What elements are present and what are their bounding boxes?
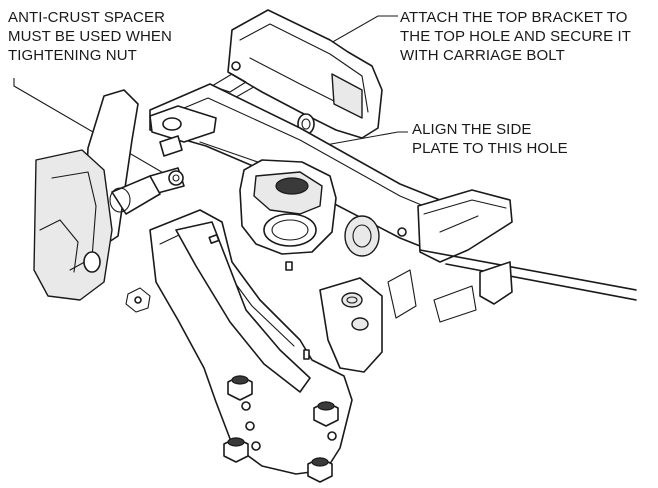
callout-bracket-line-1: ATTACH THE TOP BRACKET TO xyxy=(400,9,628,26)
callout-spacer-line-2: MUST BE USED WHEN xyxy=(8,28,172,45)
callout-hole-line-2: PLATE TO THIS HOLE xyxy=(412,140,568,157)
callout-anti-crust-spacer: ANTI-CRUST SPACER MUST BE USED WHEN TIGH… xyxy=(8,8,172,65)
left-upright xyxy=(33,89,185,301)
callout-bracket-line-2: THE TOP HOLE AND SECURE IT xyxy=(400,28,631,45)
nut-lower-left xyxy=(223,437,249,463)
mounting-nuts xyxy=(125,287,339,483)
right-rails xyxy=(417,189,637,323)
callout-top-bracket: ATTACH THE TOP BRACKET TO THE TOP HOLE A… xyxy=(400,8,631,65)
callout-spacer-line-1: ANTI-CRUST SPACER xyxy=(8,9,165,26)
side-plate xyxy=(149,209,353,475)
callout-spacer-line-3: TIGHTENING NUT xyxy=(8,47,137,64)
spacer-nut xyxy=(168,170,184,186)
nut-lower-right xyxy=(307,457,333,483)
carriage-bolt-head xyxy=(162,117,182,131)
nut-upper-left xyxy=(227,375,253,401)
lower-gusset xyxy=(319,269,417,373)
callout-side-plate-hole: ALIGN THE SIDE PLATE TO THIS HOLE xyxy=(412,120,568,158)
top-bracket xyxy=(149,105,217,186)
callout-hole-line-1: ALIGN THE SIDE xyxy=(412,121,532,138)
nut-upper-right xyxy=(313,401,339,427)
pivot-block xyxy=(239,159,337,255)
callout-bracket-line-3: WITH CARRIAGE BOLT xyxy=(400,47,565,64)
